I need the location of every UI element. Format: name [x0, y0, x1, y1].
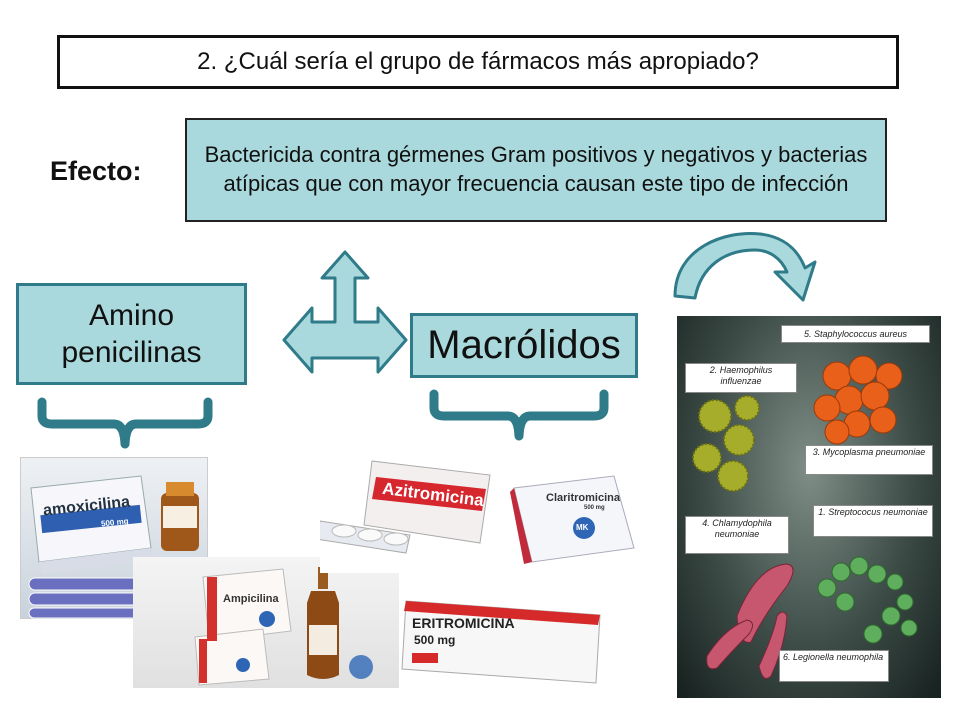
- azitromicina-box-shape: [320, 460, 491, 554]
- ampicilina-package-label: Ampicilina: [223, 593, 279, 605]
- macrolides-label: Macrólidos: [427, 323, 621, 367]
- claritromicina-box-shape: [510, 475, 635, 564]
- curved-arrow-icon: [673, 231, 817, 302]
- claritromicina-dose-label: 500 mg: [584, 505, 605, 511]
- amoxicilina-package-image: amoxicilina 500 mg: [20, 457, 208, 619]
- bacteria-label-1: 1. Streptococus neumoniae: [813, 505, 933, 537]
- claritromicina-package-label: Claritromicina: [546, 492, 620, 504]
- macrolides-brace-icon: [429, 389, 609, 441]
- azitromicina-package-image: Azitromicina: [320, 455, 505, 573]
- effect-description-text: Bactericida contra gérmenes Gram positiv…: [204, 142, 868, 196]
- bacteria-label-4: 4. Chlamydophila neumoniae: [685, 516, 789, 554]
- aminopenicillins-box: Amino penicilinas: [16, 283, 247, 385]
- question-title-text: 2. ¿Cuál sería el grupo de fármacos más …: [197, 48, 759, 75]
- bacteria-label-2: 2. Haemophilus influenzae: [685, 363, 797, 393]
- aminopenicillins-label: Amino penicilinas: [61, 298, 202, 370]
- eritromicina-package-image: ERITROMICINA 500 mg: [400, 597, 612, 689]
- bacteria-illustration-image: 5. Staphylococcus aureus 2. Haemophilus …: [677, 316, 941, 698]
- ampicilina-package-image: Ampicilina: [133, 557, 399, 688]
- amoxicilina-box-shape: [28, 475, 200, 619]
- claritromicina-package-image: Claritromicina 500 mg MK: [510, 468, 637, 564]
- eritromicina-package-label: ERITROMICINA: [412, 615, 515, 631]
- effect-label: Efecto:: [50, 156, 142, 186]
- eritromicina-dose-label: 500 mg: [414, 633, 456, 647]
- bacteria-label-3: 3. Mycoplasma pneumoniae: [805, 445, 933, 475]
- claritromicina-brand-label: MK: [576, 523, 589, 532]
- ampicilina-boxes-shape: [194, 567, 373, 686]
- bacteria-label-5: 5. Staphylococcus aureus: [781, 325, 930, 343]
- eritromicina-box-shape: [401, 600, 601, 684]
- aminopenicillins-brace-icon: [37, 397, 213, 449]
- question-title: 2. ¿Cuál sería el grupo de fármacos más …: [57, 35, 899, 89]
- effect-description-box: Bactericida contra gérmenes Gram positiv…: [185, 118, 887, 222]
- three-way-arrow-icon: [282, 250, 408, 374]
- bacteria-shapes: [692, 355, 918, 679]
- bacteria-label-6: 6. Legionella neumophila: [779, 650, 889, 682]
- macrolides-box: Macrólidos: [410, 313, 638, 378]
